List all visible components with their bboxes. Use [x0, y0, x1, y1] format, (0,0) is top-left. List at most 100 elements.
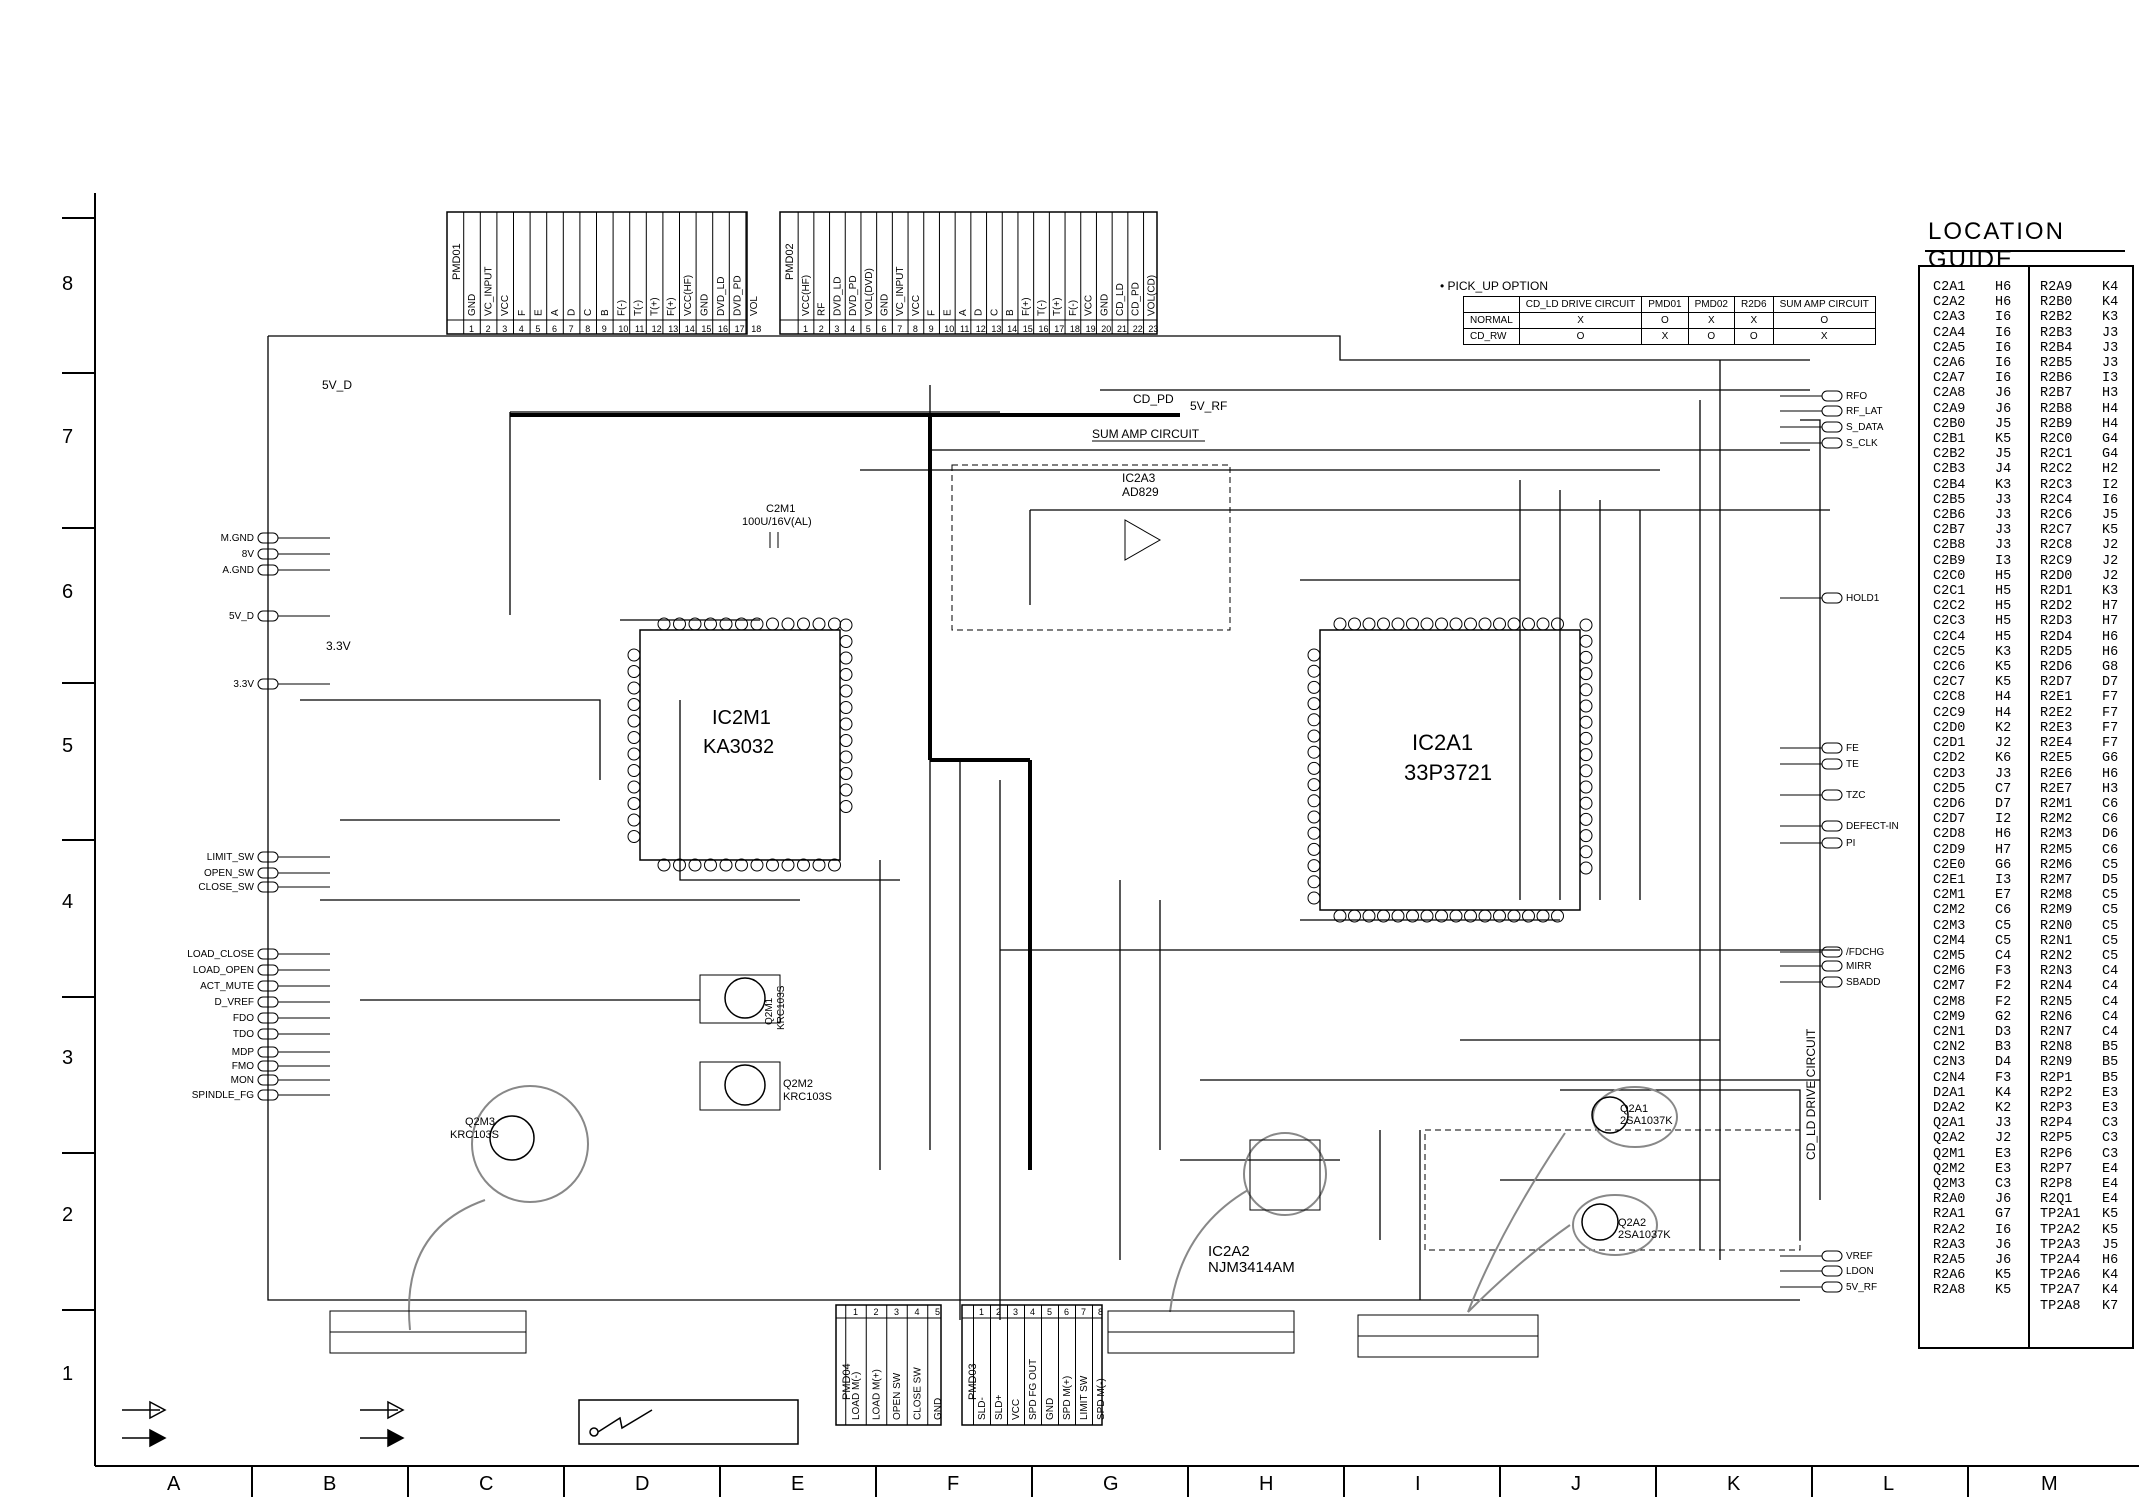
q2m1-ref: Q2M1	[764, 997, 775, 1025]
location-ref: C2A1	[1933, 280, 1966, 295]
location-ref: R2D0	[2040, 568, 2073, 584]
ic-pin	[1307, 875, 1321, 889]
connector-pin-label: DVD_PD	[733, 275, 744, 316]
right-signal-label: RF_LAT	[1846, 406, 1883, 417]
left-signal-label: CLOSE_SW	[198, 882, 254, 893]
ic-pin	[1579, 748, 1593, 762]
location-cell: K4	[1995, 1085, 2012, 1101]
ic-pin	[1307, 810, 1321, 824]
connector-pin-number: 3	[834, 324, 839, 334]
location-guide-title: LOCATION GUIDE	[1928, 218, 2065, 273]
ic-pin	[812, 617, 826, 631]
connector-pin-label: F(-)	[616, 300, 627, 316]
ic-pin	[1348, 617, 1361, 631]
ic-pin	[1362, 617, 1376, 631]
location-cell: C3	[2102, 1131, 2119, 1147]
q2a1-ref: Q2A1	[1620, 1103, 1648, 1115]
location-cell: H6	[1995, 827, 2012, 843]
ic-pin	[1307, 713, 1321, 727]
grid-col-label: L	[1883, 1473, 1894, 1495]
location-cell: H6	[2102, 766, 2119, 782]
location-cell: K6	[1995, 751, 2012, 767]
ic-pin	[766, 858, 779, 872]
location-ref: R2M2	[2040, 812, 2073, 828]
signal-terminal	[1821, 960, 1843, 972]
location-cell: I6	[1995, 356, 2012, 372]
location-ref: C2C1	[1933, 584, 1966, 600]
signal-terminal	[1821, 1265, 1843, 1277]
capacitor-c2m1: C2M1 100U/16V(AL)	[742, 503, 812, 548]
transistor-q2m3: Q2M3 KRC103S	[450, 1085, 589, 1203]
connector-pin-label: VOL	[749, 296, 760, 316]
frame	[62, 193, 2139, 1497]
ic-pin	[627, 714, 641, 728]
location-cell: K3	[2102, 310, 2119, 326]
ic-pin	[781, 617, 795, 631]
connector-pin-number: 15	[1023, 324, 1033, 334]
location-cell: J3	[1995, 766, 2012, 782]
location-cell: H6	[2102, 1253, 2119, 1268]
ic-pin	[839, 635, 853, 648]
location-cell: C7	[1995, 781, 2012, 797]
location-cell: K2	[1995, 720, 2012, 736]
right-signal-label: PI	[1846, 838, 1855, 849]
location-ref: R2B8	[2040, 401, 2073, 417]
location-ref: C2D2	[1933, 751, 1966, 767]
connector-pin-label: GND	[1045, 1398, 1056, 1420]
q2a2-part: 2SA1037K	[1618, 1229, 1671, 1241]
location-cell: C3	[2102, 1146, 2119, 1162]
ic-pin	[627, 764, 641, 777]
location-cell: H5	[1995, 599, 2012, 615]
ic-pin	[673, 858, 686, 872]
left-signal-label: D_VREF	[215, 997, 254, 1008]
left-signal-label: SPINDLE_FG	[192, 1090, 254, 1101]
connector-pin-number: 8	[1098, 1307, 1103, 1317]
location-cell: B5	[2102, 1055, 2119, 1071]
ic-pin	[1377, 909, 1390, 923]
location-cell: F3	[1995, 1070, 2012, 1086]
location-ref: R2C2	[2040, 462, 2073, 478]
connector-pin-label: D	[567, 309, 578, 316]
ic-pin	[627, 813, 641, 827]
location-ref: C2B3	[1933, 462, 1966, 478]
connector-pin-label: DVD_PD	[848, 275, 859, 316]
location-ref: R2B6	[2040, 371, 2073, 387]
connector-pin-number: 3	[502, 324, 507, 334]
location-cell: K5	[2102, 1207, 2119, 1223]
option-cell: X	[1772, 328, 1876, 345]
location-ref: C2D9	[1933, 842, 1966, 858]
left-signal-label: MDP	[232, 1047, 255, 1058]
location-ref: C2M6	[1933, 964, 1966, 980]
connector-pin-label: LIMIT SW	[1079, 1375, 1090, 1420]
connector-pin-label: E	[942, 309, 953, 316]
option-cell: X	[1733, 312, 1774, 329]
location-cell: H6	[1995, 295, 2012, 311]
location-cell: K5	[2102, 1222, 2119, 1238]
ic-pin	[688, 858, 702, 872]
ic-pin	[657, 858, 671, 872]
connector-pin-label: C	[989, 309, 1000, 316]
location-cell: C6	[2102, 812, 2119, 828]
location-cell: G6	[2102, 751, 2119, 767]
